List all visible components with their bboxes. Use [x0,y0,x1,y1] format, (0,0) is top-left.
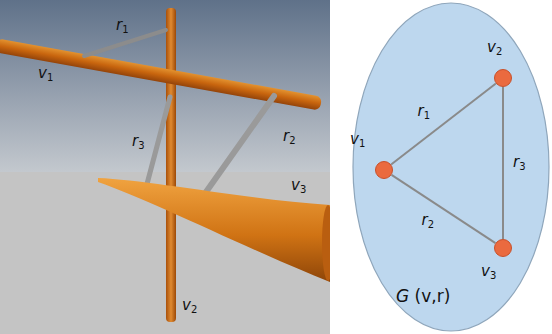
part-label: r2 [283,129,296,146]
part-label: v3 [291,178,306,195]
graph-region: G (v,r) v2 v1 v3 r1 r2 r3 [352,2,550,332]
floor [0,172,330,334]
part-label: r1 [116,18,129,35]
cone-end [322,205,330,281]
part-label: v2 [182,298,197,315]
link-rod [147,97,170,184]
vertex-label: v2 [487,40,502,57]
part-label: r3 [132,134,145,151]
rod-v2 [166,8,176,322]
part-label: v1 [38,66,53,83]
edge-label: r2 [422,213,435,230]
graph-edge [502,87,504,239]
vertex-label: v3 [481,264,496,281]
vertex-label: v1 [350,132,365,149]
graph-title: G (v,r) [396,288,450,305]
edge-label: r3 [513,155,526,172]
edge-label: r1 [418,104,431,121]
graph-edge [392,175,496,243]
graph-edge [391,84,496,165]
sky [0,0,330,172]
render-illustration [0,0,330,334]
vertex-dot: v2 [494,69,512,87]
vertex-dot: v3 [494,239,512,257]
vertex-dot: v1 [375,161,393,179]
link-rod [206,96,274,192]
